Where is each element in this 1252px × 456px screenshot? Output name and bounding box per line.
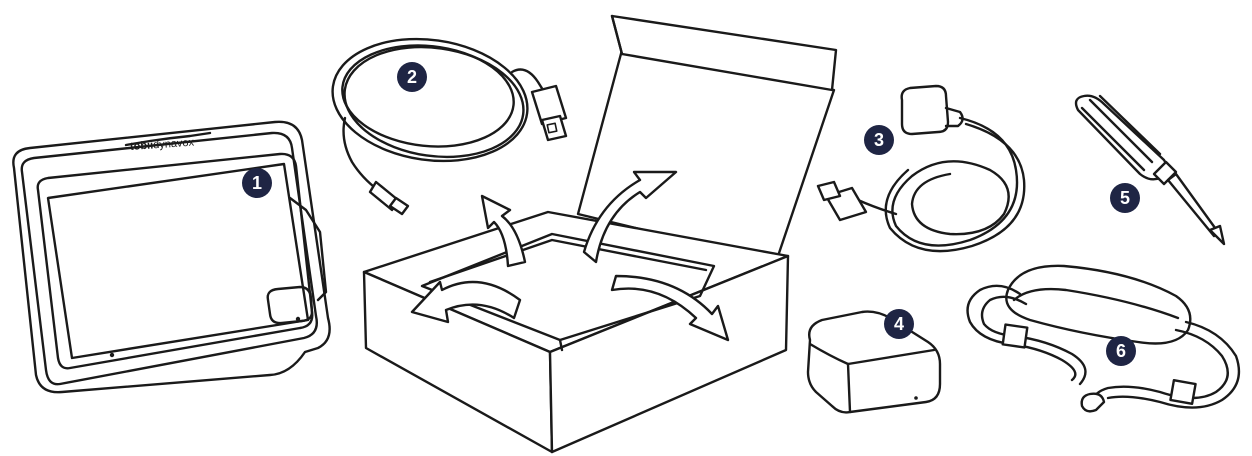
- carry-strap: [966, 264, 1241, 413]
- screwdriver: [1074, 94, 1226, 246]
- badge-item-5: 5: [1110, 183, 1140, 213]
- badge-item-3: 3: [864, 125, 894, 155]
- badge-item-1: 1: [242, 168, 272, 198]
- open-box: [362, 14, 838, 454]
- brand-bold-text: tobii: [129, 139, 154, 153]
- tablet-device: [12, 120, 331, 394]
- badge-item-4: 4: [884, 309, 914, 339]
- power-adapter: [816, 84, 1026, 253]
- eye-tracker-module: [806, 310, 942, 414]
- badge-item-6: 6: [1106, 336, 1136, 366]
- badge-item-2: 2: [397, 62, 427, 92]
- usb-c-cable: [331, 37, 568, 216]
